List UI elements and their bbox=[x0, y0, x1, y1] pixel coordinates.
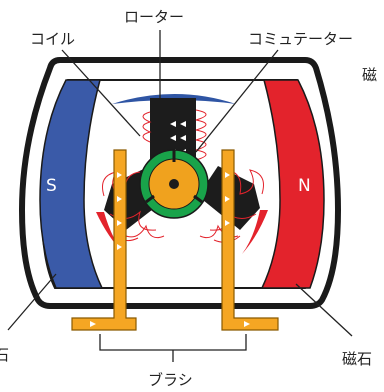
leader-commutator bbox=[195, 49, 279, 153]
leader-magnet-left bbox=[7, 273, 57, 331]
label-magnet-bottom-left: 石 bbox=[0, 346, 9, 364]
label-commutator: コミュテーター bbox=[248, 30, 353, 48]
commutator-gaps bbox=[145, 150, 203, 204]
rotor-side-cap-right bbox=[242, 210, 268, 254]
leader-coil bbox=[61, 49, 141, 137]
label-coil: コイル bbox=[30, 30, 75, 48]
north-pole-letter: N bbox=[298, 176, 311, 196]
label-brush: ブラシ bbox=[148, 371, 193, 389]
brush-right bbox=[221, 149, 279, 331]
label-magnet-bottom-right: 磁石 bbox=[342, 350, 372, 368]
rotor-shaft bbox=[169, 179, 179, 189]
north-magnet bbox=[260, 79, 325, 289]
label-magnet-top-right: 磁 bbox=[362, 66, 377, 84]
brush-left bbox=[71, 149, 137, 331]
south-magnet bbox=[39, 79, 104, 289]
leader-magnet-right bbox=[295, 283, 353, 337]
rotor-side-cap-left bbox=[96, 212, 126, 256]
label-rotor: ローター bbox=[124, 8, 184, 26]
leader-brush bbox=[99, 334, 247, 362]
south-pole-letter: S bbox=[46, 176, 57, 196]
